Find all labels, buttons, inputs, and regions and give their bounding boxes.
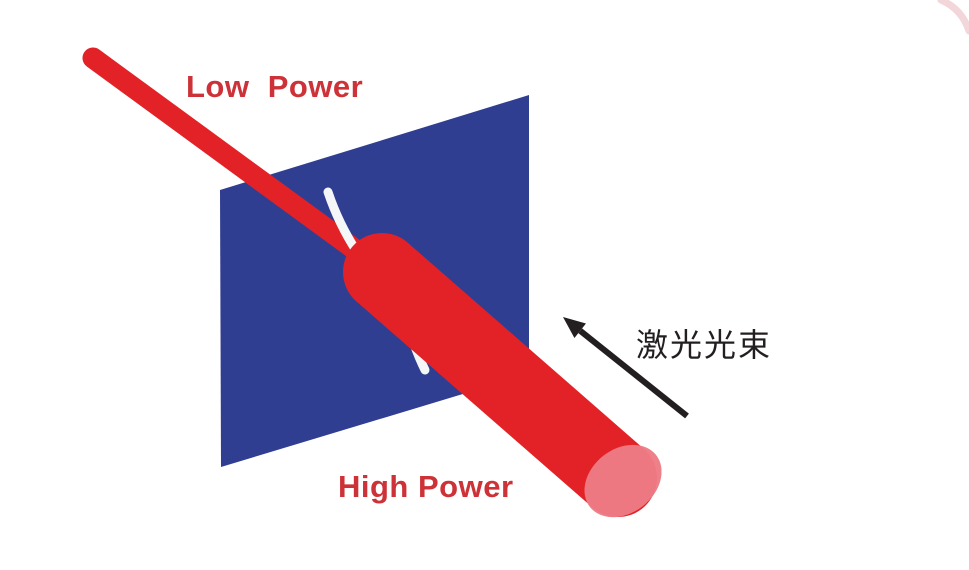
corner-pink-arc-icon bbox=[937, 0, 969, 35]
high-power-beam bbox=[343, 233, 657, 517]
low-power-label: Low Power bbox=[186, 69, 364, 104]
laser-beam-chinese-label: 激光光束 bbox=[636, 326, 773, 364]
laser-direction-arrow bbox=[563, 317, 689, 419]
high-power-label: High Power bbox=[338, 469, 514, 504]
arrow-shaft-icon bbox=[578, 328, 689, 419]
beam-tip-glow-front bbox=[584, 444, 662, 518]
low-power-beam bbox=[82, 47, 383, 273]
arrow-head-icon bbox=[563, 317, 586, 338]
